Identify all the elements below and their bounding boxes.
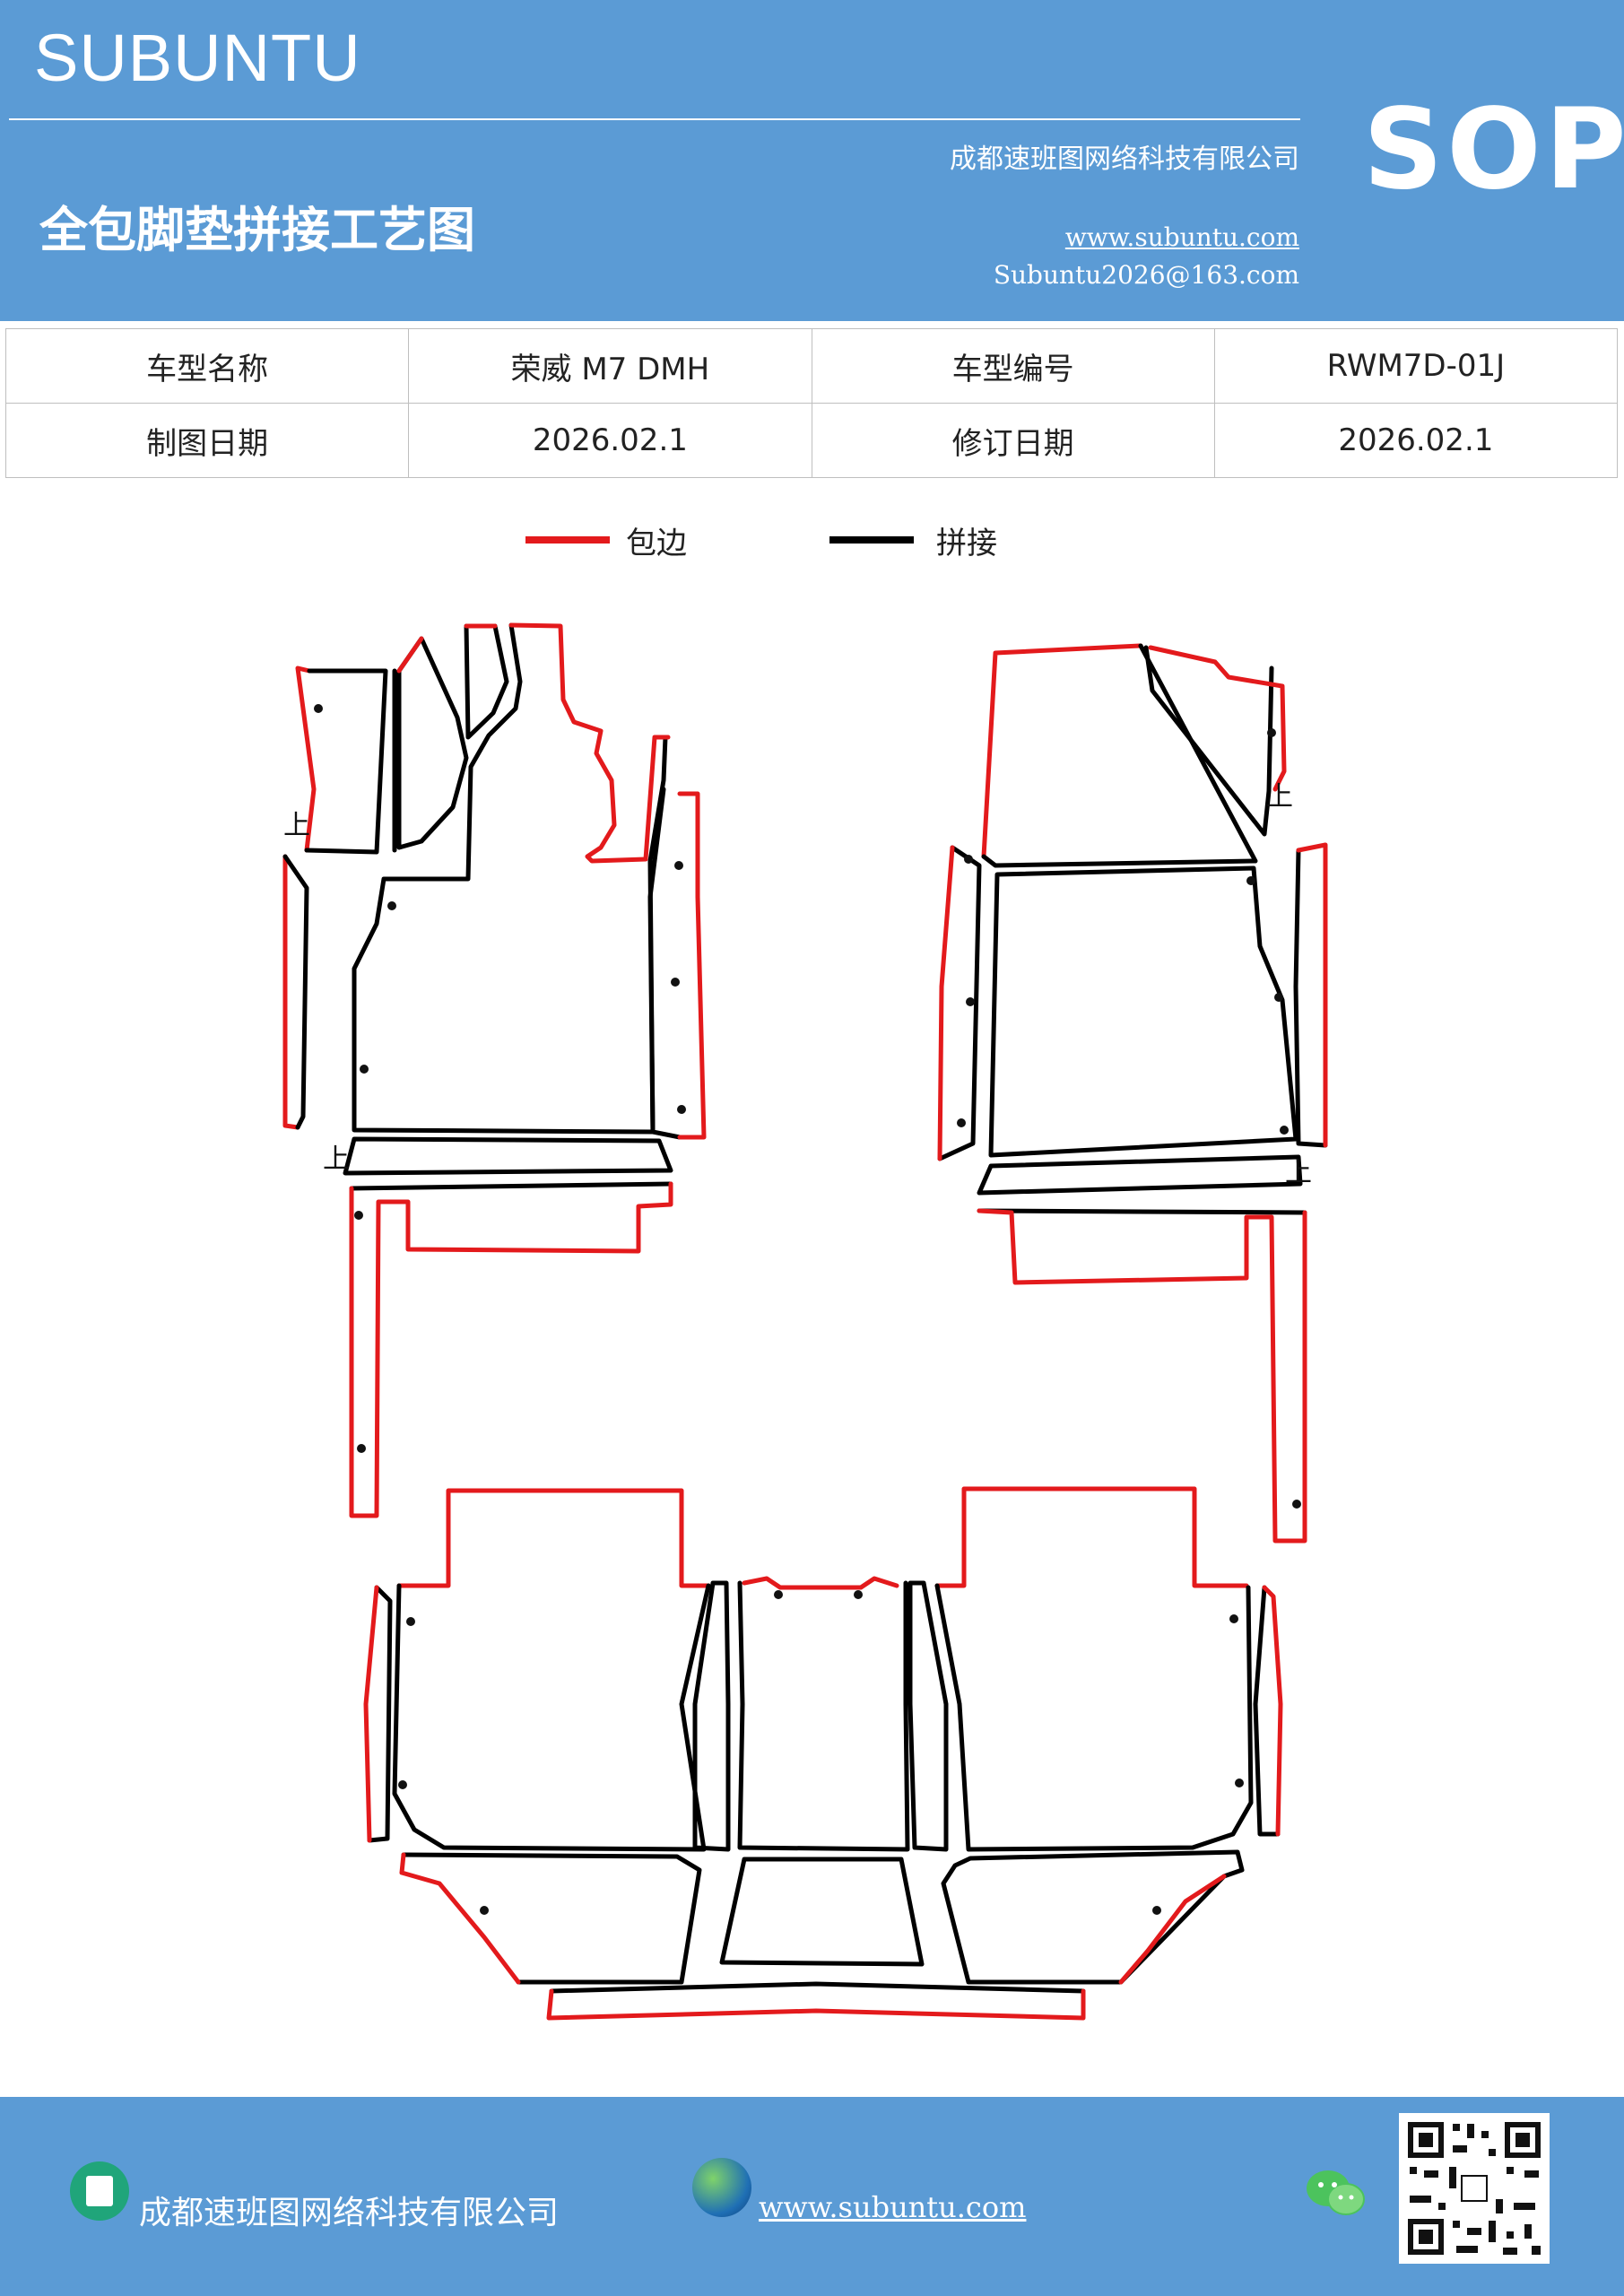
mat-piece-edge: [349, 1181, 673, 1518]
mat-piece-seam: [1293, 848, 1328, 1148]
mat-piece-edge: [742, 1576, 899, 1590]
up-mark: 上: [1285, 1157, 1312, 1188]
qr-code: [1399, 2113, 1550, 2264]
mat-piece-edge: [937, 845, 955, 1161]
mat-piece-edge: [977, 1208, 1307, 1544]
page-title: 全包脚垫拼接工艺图: [39, 201, 475, 258]
header-company: 成都速班图网络科技有限公司: [950, 144, 1299, 175]
header-website-link[interactable]: www.subuntu.com: [1064, 222, 1299, 252]
legend-edge-swatch: [525, 536, 610, 544]
header-divider: [9, 118, 1300, 120]
mat-piece-edge: [1148, 645, 1287, 792]
mat-piece-seam: [934, 1583, 1254, 1852]
up-mark: 上: [1266, 781, 1293, 813]
legend-join-swatch: [829, 536, 914, 544]
model-code-value: RWM7D-01J: [1213, 328, 1619, 404]
mat-piece-seam: [1253, 1585, 1281, 1837]
table-row: 车型名称 荣威 M7 DMH 车型编号 RWM7D-01J: [4, 328, 1619, 404]
mat-piece-edge: [546, 1988, 1086, 2021]
table-row: 制图日期 2026.02.1 修订日期 2026.02.1: [4, 403, 1619, 478]
vehicle-info-table: 车型名称 荣威 M7 DMH 车型编号 RWM7D-01J 制图日期 2026.…: [4, 328, 1619, 478]
mat-piece-edge: [396, 636, 424, 674]
mat-piece-edge: [1296, 842, 1328, 1148]
mat-piece-seam: [401, 1852, 702, 1985]
mat-piece-seam: [343, 1136, 673, 1176]
model-code-label: 车型编号: [811, 328, 1215, 404]
revise-date-label: 修订日期: [811, 403, 1215, 478]
mat-piece-seam: [304, 668, 388, 855]
mat-piece-edge: [508, 622, 671, 864]
draw-date-value: 2026.02.1: [408, 403, 812, 478]
brand-name: SUBUNTU: [34, 21, 361, 95]
mat-piece-edge: [1118, 1874, 1227, 1985]
fastener-dots: [314, 704, 1301, 1915]
mat-piece-edge: [399, 1852, 521, 1985]
mat-piece-edge: [363, 1585, 379, 1843]
mat-piece-seam: [392, 1583, 711, 1852]
header-email: Subuntu2026@163.com: [993, 260, 1299, 290]
globe-icon: [692, 2158, 751, 2217]
mat-piece-seam: [349, 1181, 673, 1191]
mat-piece-seam: [549, 1981, 1086, 1994]
model-name-value: 荣威 M7 DMH: [408, 328, 812, 404]
mat-piece-seam: [988, 865, 1298, 1158]
draw-date-label: 制图日期: [4, 403, 410, 478]
mat-piece-seam: [647, 787, 682, 1140]
mat-piece-seam: [1143, 645, 1274, 837]
up-mark: 上: [323, 1144, 350, 1175]
mat-piece-edge: [981, 643, 1143, 859]
building-icon: [70, 2161, 129, 2221]
mat-piece-seam: [977, 1208, 1307, 1215]
mat-piece-seam: [692, 1580, 731, 1852]
legend: 包边 拼接: [0, 518, 1624, 581]
wechat-icon[interactable]: [1305, 2167, 1366, 2221]
mat-piece-edge: [396, 1488, 711, 1588]
mat-piece-edge: [677, 791, 707, 1140]
mat-piece-seam: [737, 1580, 910, 1852]
mat-piece-seam: [908, 1580, 949, 1852]
mat-piece-edge: [1262, 1585, 1283, 1837]
footer-banner: 成都速班图网络科技有限公司 www.subuntu.com: [0, 2097, 1624, 2296]
mat-piece-edge: [295, 665, 317, 853]
mat-piece-seam: [282, 854, 309, 1130]
header-banner: SUBUNTU 成都速班图网络科技有限公司 全包脚垫拼接工艺图 www.subu…: [0, 0, 1624, 321]
up-mark: 上: [283, 810, 310, 841]
footer-company: 成都速班图网络科技有限公司: [139, 2195, 560, 2231]
revise-date-value: 2026.02.1: [1213, 403, 1619, 478]
mat-piece-seam: [719, 1857, 925, 1967]
mat-piece-edge: [282, 854, 300, 1130]
footer-website-link[interactable]: www.subuntu.com: [759, 2190, 1027, 2224]
legend-join-label: 拼接: [936, 526, 997, 561]
mat-piece-seam: [464, 623, 509, 740]
mat-piece-edge: [934, 1486, 1249, 1588]
sop-badge: SOP: [1363, 85, 1624, 214]
model-name-label: 车型名称: [4, 328, 410, 404]
mat-piece-seam: [367, 1585, 393, 1843]
mat-piece-seam: [396, 636, 469, 850]
mat-piece-seam: [941, 1849, 1245, 1985]
legend-edge-label: 包边: [626, 526, 687, 561]
mat-piece-seam: [977, 1154, 1303, 1196]
mat-piece-seam: [981, 643, 1258, 868]
